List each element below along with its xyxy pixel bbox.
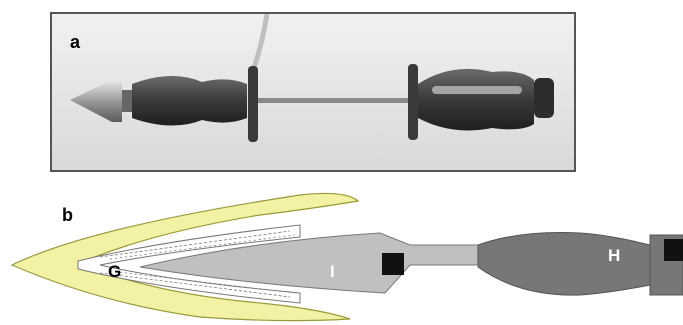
shaft	[252, 98, 422, 103]
right-handle	[418, 69, 534, 131]
instrument-photo	[52, 14, 574, 170]
end-cap	[534, 78, 554, 118]
schematic-diagram-b: G I H	[0, 185, 683, 325]
marker-square-left	[382, 253, 404, 275]
collar	[122, 90, 132, 112]
part-label-i: I	[330, 262, 335, 281]
nose-cone	[70, 80, 122, 122]
cable	[252, 14, 267, 74]
part-label-h: H	[608, 246, 620, 265]
panel-a-label: a	[70, 32, 80, 53]
right-guard	[408, 64, 418, 140]
part-label-g: G	[108, 262, 121, 281]
handle-slot	[432, 86, 522, 94]
left-grip	[132, 76, 247, 126]
left-guard	[248, 66, 258, 142]
photo-panel-a	[50, 12, 576, 172]
marker-square-right	[664, 239, 683, 261]
handle-shape	[478, 233, 650, 296]
